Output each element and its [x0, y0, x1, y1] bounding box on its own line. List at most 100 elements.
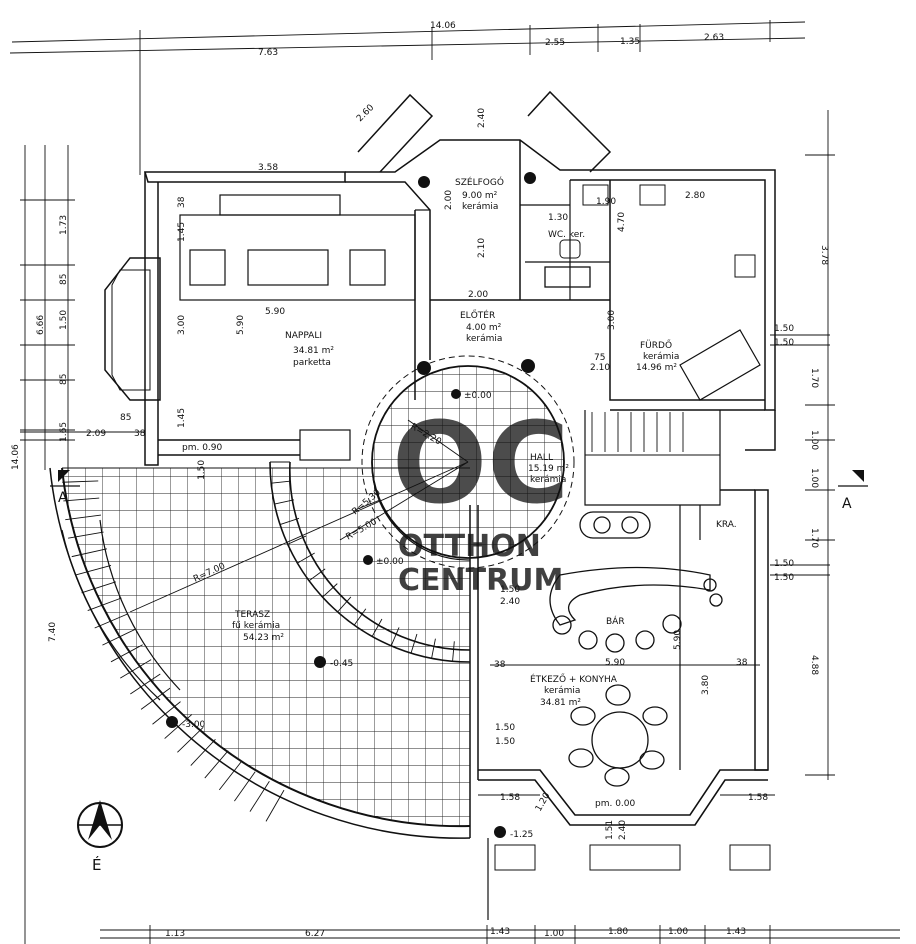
- dim-wc-190: 1.90: [596, 197, 616, 207]
- dim-right-a: 3.78: [819, 245, 829, 265]
- dim-150e: 1.50: [495, 723, 515, 733]
- dim-150f: 1.50: [495, 737, 515, 747]
- stair-step: [274, 499, 295, 505]
- dimension-lines: [9, 20, 900, 944]
- stair-step: [353, 608, 367, 626]
- stair-step: [81, 581, 116, 594]
- dim-300: 3.00: [607, 310, 617, 330]
- dim-bottom-c: 1.43: [490, 927, 510, 937]
- radius-lines: [129, 419, 469, 613]
- stair-step: [337, 596, 352, 613]
- terrace-stairs: [61, 480, 285, 822]
- room-labels: NAPPALI 34.81 m² parketta SZÉLFOGÓ 9.00 …: [232, 176, 737, 708]
- dim-left-b: 85: [59, 274, 69, 285]
- dim-left-c: 1.50: [59, 310, 69, 330]
- dim-bottom-d: 1.00: [544, 929, 564, 939]
- dim-150r: 1.50: [774, 324, 794, 334]
- dim-right-e: 1.70: [809, 528, 819, 548]
- room-hall-area: 15.19 m²: [528, 464, 569, 474]
- dim-240c: 2.40: [618, 820, 628, 840]
- dim-38d: 38: [736, 658, 748, 668]
- stair-step: [120, 659, 152, 679]
- watermark-line1: OTTHON: [398, 529, 541, 564]
- dim-210: 2.10: [477, 238, 487, 258]
- dim-38: 38: [134, 429, 146, 439]
- dim-260: 2.60: [355, 103, 376, 124]
- stair-step: [218, 761, 242, 791]
- level-nappali-sill: pm. 0.90: [182, 443, 223, 453]
- room-furdo-finish: kerámia: [643, 352, 679, 362]
- level-bar: ±0.00: [376, 557, 404, 567]
- room-eloter-finish: kerámia: [466, 334, 502, 344]
- stair-step: [190, 738, 216, 766]
- dim-right-d: 1.00: [809, 468, 819, 488]
- dim-furdo-470: 4.70: [617, 212, 627, 232]
- stair-step: [234, 771, 256, 802]
- stair-step: [130, 673, 161, 695]
- stair-step: [371, 618, 383, 637]
- north-arrow: É: [77, 800, 123, 874]
- level-bay: pm. 0.00: [595, 799, 636, 809]
- room-terasz-name: TERASZ: [234, 610, 270, 620]
- room-szelfogo-name: SZÉLFOGÓ: [455, 176, 504, 188]
- stair-step: [287, 535, 307, 545]
- dim-etk-380: 3.80: [701, 675, 711, 695]
- dim-bottom-g: 1.43: [726, 927, 746, 937]
- room-wc-name: WC. ker.: [548, 230, 585, 240]
- columns: [417, 172, 536, 375]
- dim-furdo-280: 2.80: [685, 191, 705, 201]
- dim-right-c: 1.00: [809, 430, 819, 450]
- dim-wc-130: 1.30: [548, 213, 568, 223]
- room-hall-name: HALL: [530, 453, 553, 463]
- watermark-mark: OC: [392, 399, 569, 529]
- dim-75: 75: [594, 353, 605, 363]
- stair-step: [65, 514, 102, 521]
- room-szelfogo-finish: kerámia: [462, 202, 498, 212]
- stair-step: [431, 638, 436, 659]
- room-nappali-finish: parketta: [293, 358, 331, 368]
- dim-left-total: 14.06: [11, 444, 21, 470]
- stair-step: [249, 781, 270, 812]
- room-furdo-name: FÜRDŐ: [640, 340, 672, 351]
- stair-step: [322, 583, 338, 598]
- dim-150r2: 1.50: [774, 338, 794, 348]
- dim-right-f: 4.88: [809, 655, 819, 675]
- dim-38b: 38: [177, 196, 187, 208]
- dim-nappali-h2: 5.90: [236, 315, 246, 335]
- room-bar-name: BÁR: [606, 615, 625, 627]
- nappali-furniture: [179, 194, 416, 461]
- dim-240: 2.40: [477, 108, 487, 128]
- dim-bottom-a: 1.13: [165, 929, 185, 939]
- section-marker-right: A: [838, 470, 868, 512]
- watermark-line2: CENTRUM: [398, 563, 563, 598]
- stair-step: [410, 633, 418, 654]
- room-etkezo-finish: kerámia: [544, 686, 580, 696]
- dim-top-d: 2.63: [704, 33, 724, 43]
- section-marker-left: A: [50, 470, 80, 506]
- stair-step: [76, 564, 112, 576]
- dim-top-c: 1.35: [620, 37, 640, 47]
- stair-step: [308, 568, 326, 582]
- dim-bottom-f: 1.00: [668, 927, 688, 937]
- dim-158a: 1.58: [500, 793, 520, 803]
- dim-150g: 1.50: [500, 585, 520, 595]
- stair-step: [271, 480, 292, 484]
- stair-step: [297, 552, 315, 564]
- dim-158b: 1.58: [748, 793, 768, 803]
- room-nappali-area: 34.81 m²: [293, 346, 334, 356]
- dim-bottom-b: 6.27: [305, 929, 325, 939]
- stair-step: [110, 644, 143, 663]
- level-hall: ±0.00: [464, 391, 492, 401]
- dim-top-a: 7.63: [258, 48, 278, 58]
- level-outside-left: -3.00: [182, 720, 206, 730]
- section-label-left: A: [58, 490, 68, 506]
- stair-step: [390, 627, 400, 646]
- dim-left-a: 1.73: [59, 215, 69, 235]
- dim-left-outer: 6.66: [36, 315, 46, 335]
- dim-151: 1.51: [605, 820, 615, 840]
- dim-85: 85: [120, 413, 131, 423]
- dim-etk-590v: 5.90: [673, 630, 683, 650]
- dim-left-e: 1.65: [59, 422, 69, 442]
- stair-step: [452, 641, 455, 662]
